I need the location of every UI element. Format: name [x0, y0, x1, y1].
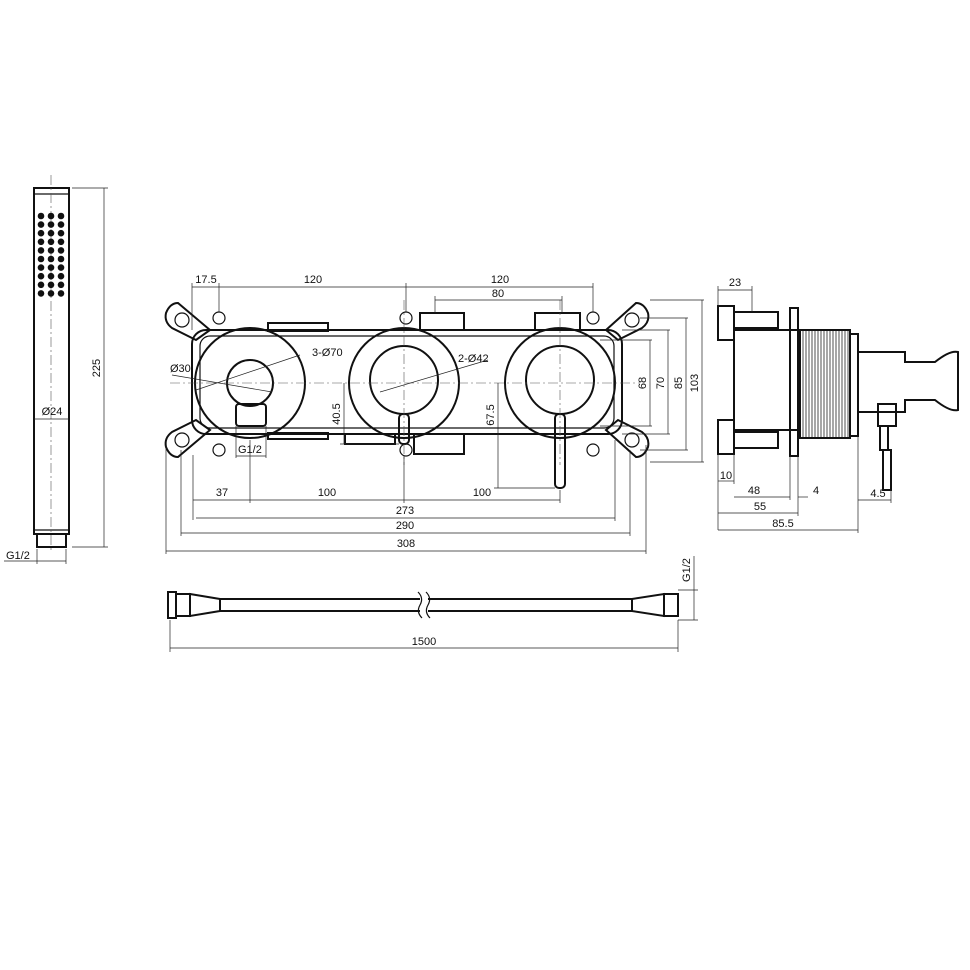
dim-label-hose-thread: G1/2 — [681, 558, 693, 582]
nozzle-dot — [37, 221, 45, 228]
side-mount-plate — [789, 307, 799, 457]
dim-label-3-d70: 3-Ø70 — [312, 347, 343, 359]
nozzle-dot — [37, 272, 45, 280]
nozzle-dot — [57, 281, 65, 289]
mounting-tab-bottom-right — [604, 418, 650, 459]
nozzle-dot — [57, 221, 65, 228]
dim-label-17-5: 17.5 — [195, 274, 216, 286]
dim-label-273: 273 — [396, 505, 414, 517]
mounting-tab-top-left — [164, 301, 212, 342]
dim-label-70: 70 — [655, 377, 667, 389]
hose-cone-left — [189, 592, 221, 618]
housing-top-boss-left — [267, 322, 329, 332]
dim-label-68: 68 — [637, 377, 649, 389]
dim-label-1500: 1500 — [412, 636, 436, 648]
dim-label-225: 225 — [91, 359, 103, 377]
nozzle-dot — [37, 212, 45, 220]
side-thread-section — [799, 329, 851, 439]
leader-70 — [195, 354, 301, 391]
dim-label-308: 308 — [397, 538, 415, 550]
nozzle-dot — [57, 247, 65, 254]
nozzle-dot — [37, 281, 45, 289]
nozzle-dot — [47, 255, 55, 263]
nozzle-dot — [47, 229, 55, 237]
dim-label-d24: Ø24 — [42, 406, 63, 418]
hose-cone-right — [631, 592, 665, 618]
hand-shower-nozzle-grid — [37, 212, 65, 297]
dim-label-37: 37 — [216, 487, 228, 499]
valve-side-view: 23 10 48 4 4.5 55 85.5 — [717, 277, 959, 533]
dim-label-shower-thread: G1/2 — [6, 550, 30, 562]
dim-label-85-5: 85.5 — [772, 518, 793, 530]
side-flange-top — [717, 305, 735, 341]
housing-top-boss-right — [534, 312, 581, 331]
side-cover-plate — [849, 333, 859, 437]
dim-label-10: 10 — [720, 470, 732, 482]
nozzle-dot — [57, 290, 65, 297]
nozzle-dot — [57, 229, 65, 237]
hand-shower-view: 225 Ø24 G1/2 — [4, 175, 108, 564]
side-outlet — [877, 403, 897, 427]
side-handle — [857, 350, 959, 413]
valve-front-view: 17.5 120 120 80 3-Ø70 2-Ø42 Ø30 G1/2 40.… — [164, 274, 704, 554]
hose-nut-right — [663, 593, 679, 617]
leader-42 — [379, 359, 489, 393]
nozzle-dot — [57, 255, 65, 263]
dim-label-67-5: 67.5 — [485, 404, 497, 425]
nozzle-dot — [57, 264, 65, 271]
dim-label-103: 103 — [689, 374, 701, 392]
mounting-tab-top-right — [604, 301, 650, 342]
side-lever — [882, 449, 892, 491]
nozzle-dot — [37, 247, 45, 254]
nozzle-dot — [47, 264, 55, 271]
dim-label-100-left: 100 — [318, 487, 336, 499]
nozzle-dot — [37, 264, 45, 271]
nozzle-dot — [47, 272, 55, 280]
dim-label-55: 55 — [754, 501, 766, 513]
dim-label-85: 85 — [673, 377, 685, 389]
nozzle-dot — [47, 247, 55, 254]
dim-label-23: 23 — [729, 277, 741, 289]
nozzle-dot — [47, 212, 55, 220]
dim-label-4-5: 4.5 — [870, 488, 885, 500]
hose-view: G1/2 1500 — [167, 556, 698, 652]
dim-label-48: 48 — [748, 485, 760, 497]
dim-label-d30: Ø30 — [170, 363, 191, 375]
nozzle-dot — [47, 290, 55, 297]
dim-label-120-right: 120 — [491, 274, 509, 286]
nozzle-dot — [37, 255, 45, 263]
leader-30 — [171, 374, 273, 393]
nozzle-dot — [37, 229, 45, 237]
dim-label-120-left: 120 — [304, 274, 322, 286]
nozzle-dot — [57, 272, 65, 280]
dim-label-100-right: 100 — [473, 487, 491, 499]
side-flange-bottom — [717, 419, 735, 455]
dim-label-40-5: 40.5 — [331, 403, 343, 424]
nozzle-dot — [57, 212, 65, 220]
dim-label-80: 80 — [492, 288, 504, 300]
dim-label-2-d42: 2-Ø42 — [458, 353, 489, 365]
outlet-connector — [235, 403, 267, 427]
side-thread-lines — [802, 331, 849, 437]
hand-shower-connector — [36, 533, 67, 548]
dim-label-4: 4 — [813, 485, 819, 497]
nozzle-dot — [57, 238, 65, 246]
nozzle-dot — [37, 290, 45, 297]
hose-nut-left — [175, 593, 191, 617]
nozzle-dot — [37, 238, 45, 246]
nozzle-dot — [47, 238, 55, 246]
nozzle-dot — [47, 281, 55, 289]
dim-label-290: 290 — [396, 520, 414, 532]
valve-housing — [191, 329, 623, 435]
nozzle-dot — [47, 221, 55, 228]
